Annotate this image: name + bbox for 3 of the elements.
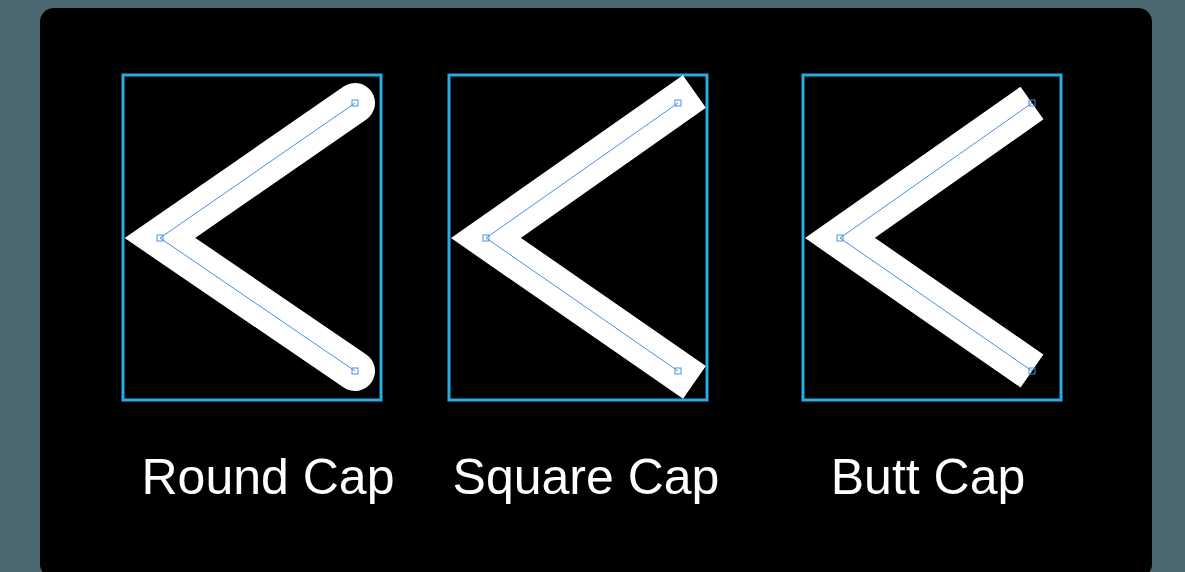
caption: Square Cap xyxy=(451,448,721,506)
caption: Butt Cap xyxy=(829,448,1027,506)
caption: Round Cap xyxy=(140,448,396,506)
